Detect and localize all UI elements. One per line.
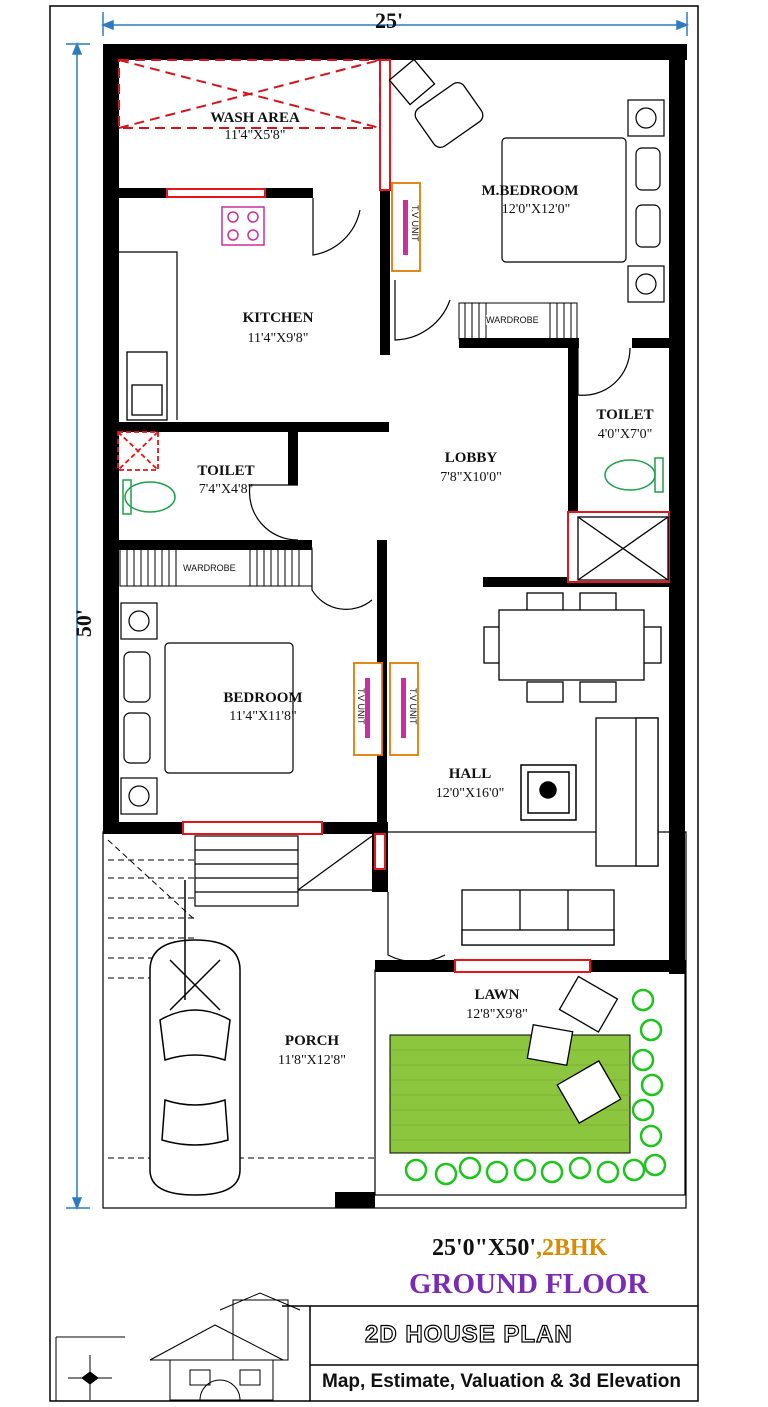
hall-sofa: [461, 717, 659, 946]
wash-area-name: WASH AREA: [210, 110, 300, 126]
house-elevation-sketch: [149, 1292, 301, 1401]
floor-label: GROUND FLOOR: [409, 1268, 649, 1300]
wardrobe-lines: [126, 303, 572, 586]
master-bed: [501, 99, 665, 303]
wash-area-lines: [118, 59, 381, 129]
porch-steps: [107, 839, 375, 1159]
depth-dimension-label: 50': [71, 608, 97, 638]
master-bedroom-size: 12'0"X12'0": [501, 202, 571, 217]
master-bedroom-name: M.BEDROOM: [481, 183, 579, 199]
tv-unit-left-label: T.V UNIT: [356, 688, 366, 725]
bedroom-size: 11'4"X11'8": [229, 709, 297, 724]
toilet-fixtures: [122, 457, 664, 515]
windows: [166, 59, 670, 973]
wash-area-size: 11'4"X5'8": [224, 128, 286, 143]
banner-box: [282, 1305, 698, 1401]
toilet-left-name: TOILET: [197, 463, 255, 479]
page-border: [49, 5, 699, 1402]
lawn-name: LAWN: [474, 987, 520, 1003]
hall-center-table: [520, 764, 577, 821]
duct-left: [117, 431, 159, 471]
porch-name: PORCH: [284, 1033, 340, 1049]
tv-unit-right-label: T.V UNIT: [408, 688, 418, 725]
porch-size: 11'8"X12'8": [277, 1053, 347, 1068]
width-dimension-line: [100, 12, 690, 36]
lawn-size: 12'8"X9'8": [466, 1007, 528, 1022]
car: [149, 880, 241, 1196]
kitchen-size: 11'4"X9'8": [247, 331, 309, 346]
toilet-left-size: 7'4"X4'8": [198, 482, 254, 497]
bedroom-bed: [120, 602, 294, 815]
plot-outline: [102, 831, 687, 1209]
lawn-plants: [404, 988, 667, 1186]
toilet-right-name: TOILET: [596, 407, 654, 423]
duct: [577, 516, 669, 581]
banner-subtitle: Map, Estimate, Valuation & 3d Elevation: [322, 1371, 681, 1392]
bedroom-name: BEDROOM: [223, 690, 303, 706]
tv-unit-bars: [365, 200, 408, 738]
kitchen-counter: [119, 251, 178, 420]
hall-size: 12'0"X16'0": [435, 786, 505, 801]
doors: [248, 198, 631, 963]
lobby-size: 7'8"X10'0": [440, 470, 502, 485]
master-bedroom-chairs: [388, 58, 484, 148]
hall-name: HALL: [448, 766, 492, 782]
plan-type-label: ,2BHK: [536, 1235, 608, 1261]
banner-title: 2D HOUSE PLAN: [364, 1320, 573, 1348]
kitchen-stove: [221, 206, 265, 246]
width-dimension-label: 25': [375, 8, 404, 33]
kitchen-name: KITCHEN: [242, 310, 314, 326]
toilet-right-size: 4'0"X7'0": [597, 427, 653, 442]
plan-size-title: 25'0"X50',2BHK: [432, 1235, 607, 1262]
lobby-name: LOBBY: [444, 450, 498, 466]
wardrobe-hatch: [119, 302, 578, 587]
wardrobe-top-label: WARDROBE: [486, 315, 539, 325]
dining-table: [483, 592, 662, 703]
lawn-chairs: [526, 975, 622, 1124]
north-symbol: [55, 1336, 125, 1401]
kitchen-sink: [126, 351, 168, 421]
tv-unit-top-label: T.V UNIT: [410, 205, 420, 242]
wardrobe-left-label: WARDROBE: [183, 563, 236, 573]
plan-size-label: 25'0"X50': [432, 1235, 536, 1261]
depth-dimension-line: [66, 41, 90, 1211]
staircase: [194, 835, 373, 907]
